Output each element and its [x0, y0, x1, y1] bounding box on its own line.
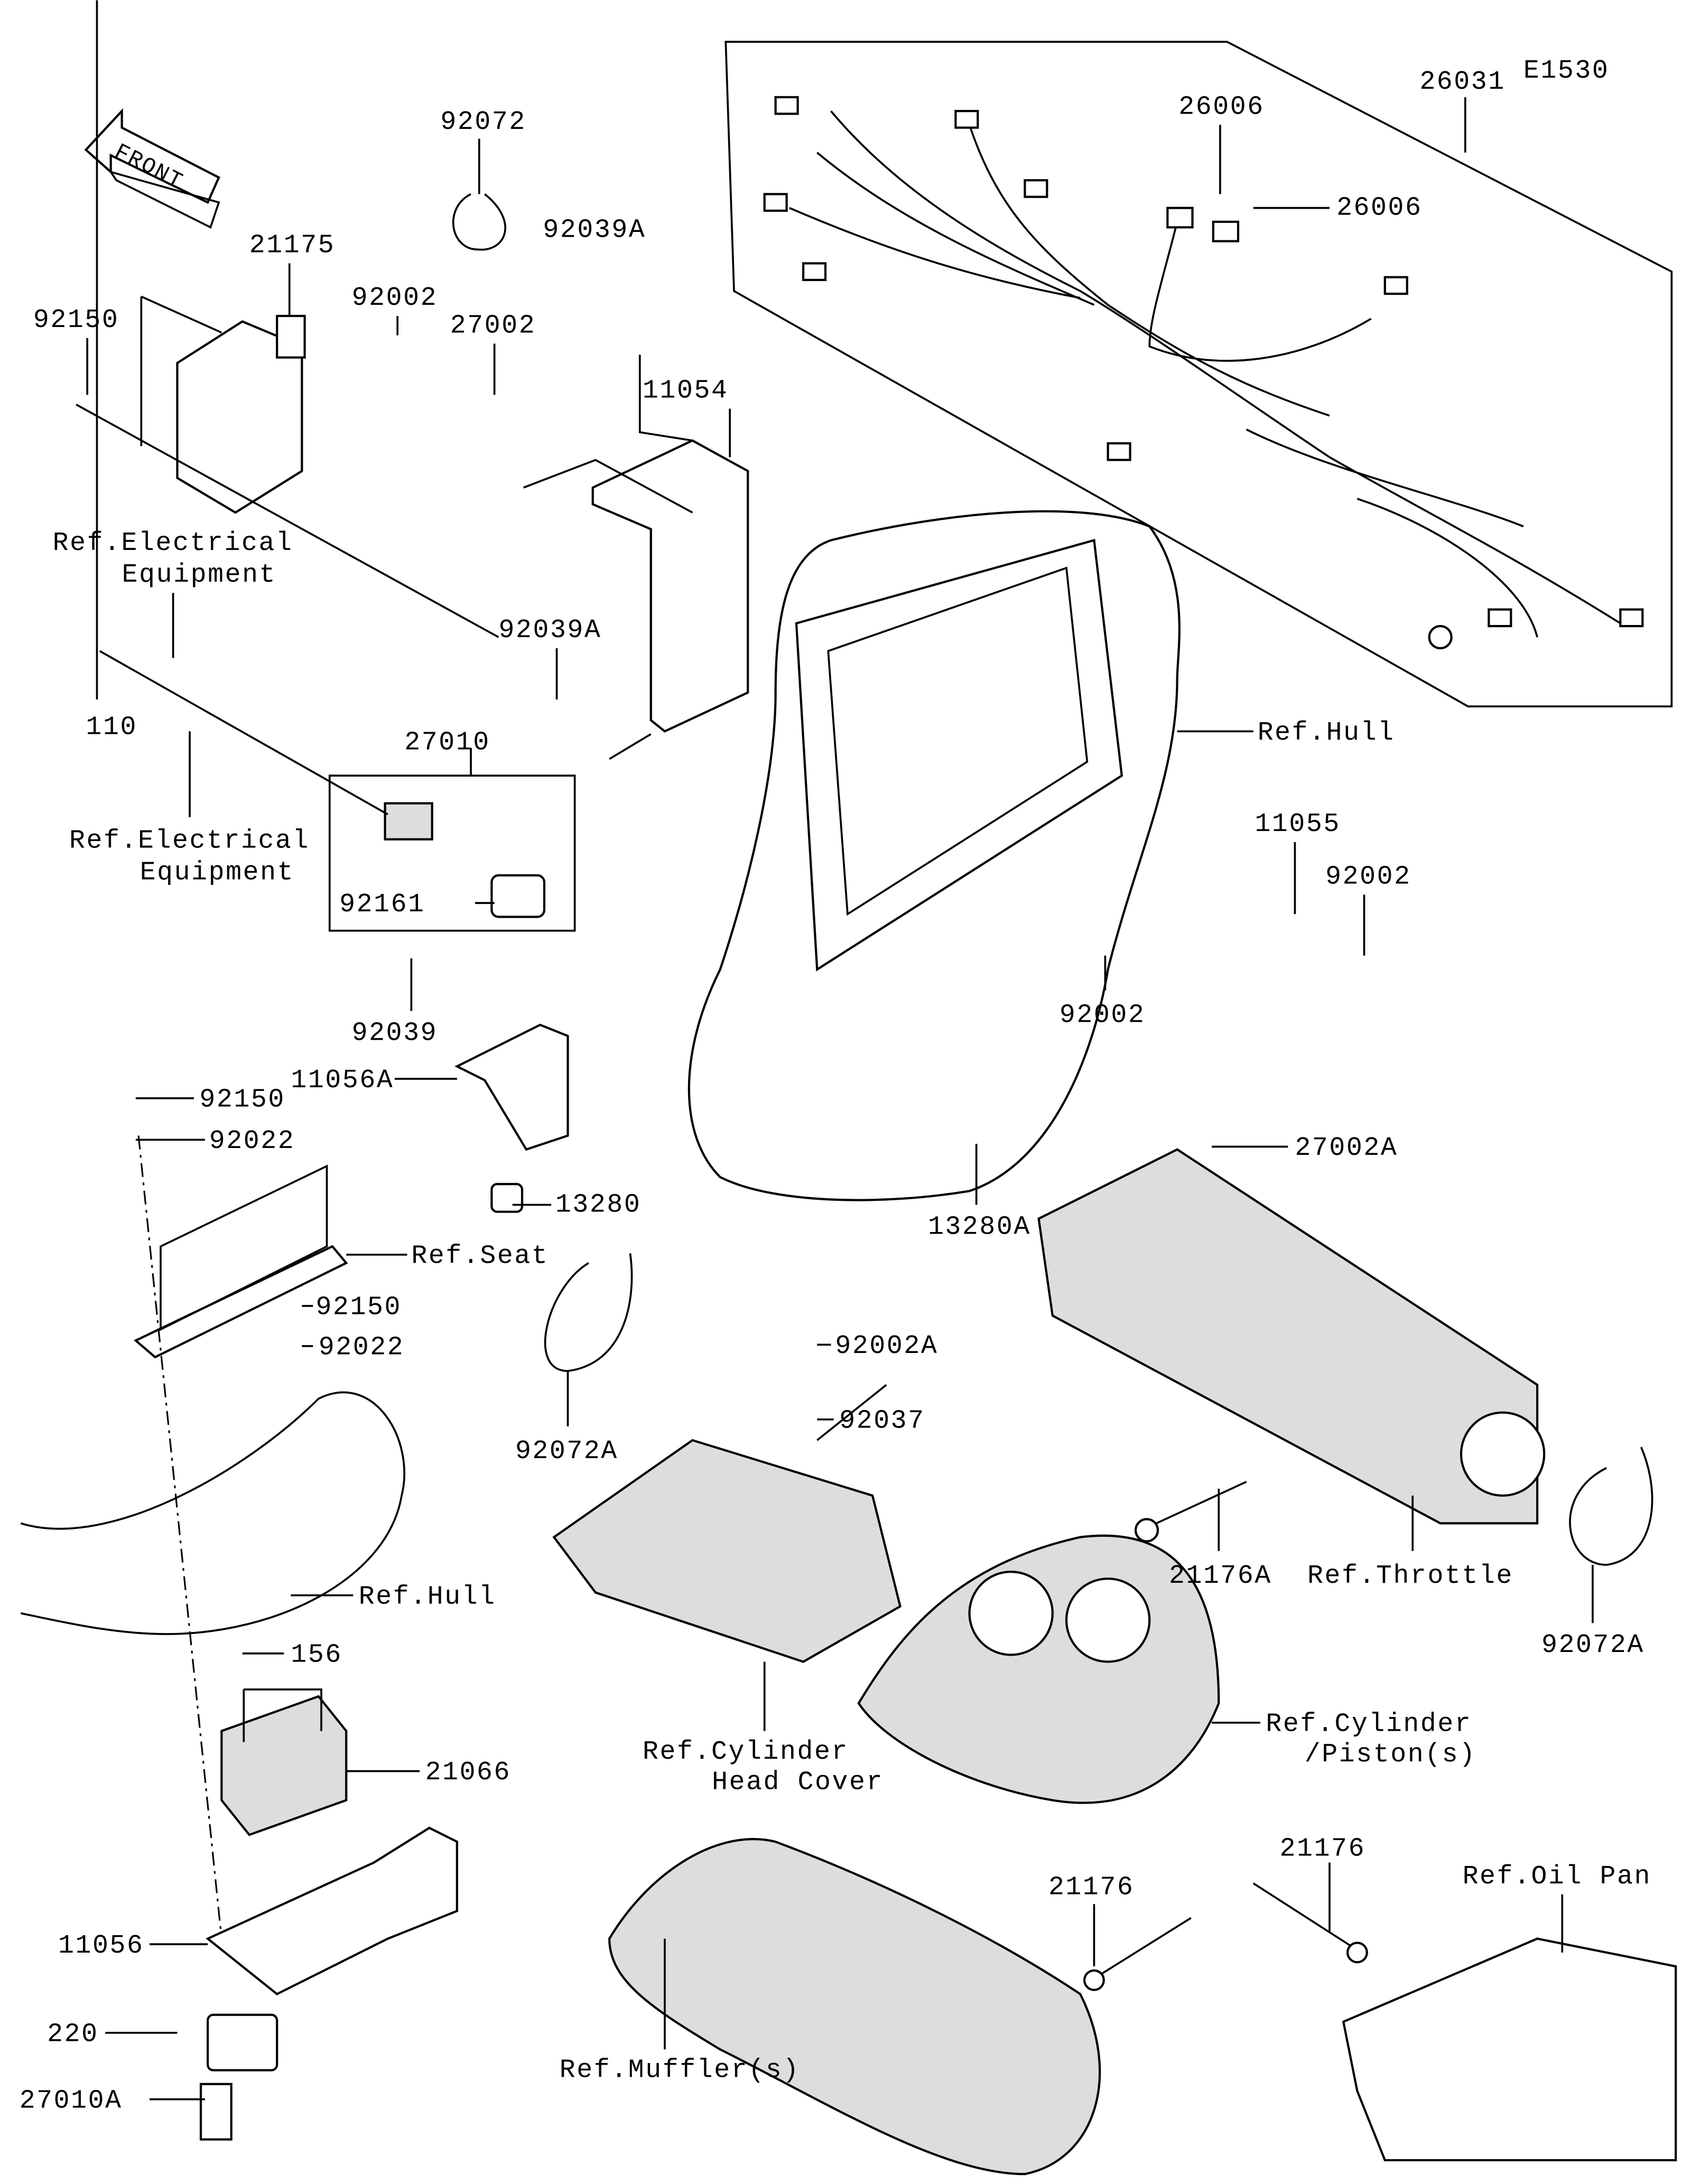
- label-21176a: 21176A: [1169, 1561, 1272, 1591]
- bracket-11056a: [454, 1023, 569, 1151]
- cylinder-block: [857, 1534, 1220, 1804]
- sensor-21176-right: [1346, 1942, 1368, 1964]
- bracket-11056: [206, 1826, 458, 1995]
- label-ref-hull-1: Ref.Hull: [1258, 718, 1395, 748]
- label-92150-a: 92150: [199, 1085, 285, 1115]
- label-92039a-mid: 92039A: [498, 615, 601, 645]
- sensor-21176-mid: [1083, 1969, 1105, 1991]
- label-ref-cylinder-b: /Piston(s): [1305, 1740, 1476, 1769]
- label-21176-mid: 21176: [1048, 1873, 1134, 1902]
- sensor-21176a: [1134, 1518, 1159, 1543]
- band-92037: [816, 1384, 887, 1441]
- label-92039a-top: 92039A: [543, 216, 646, 245]
- label-220: 220: [47, 2020, 98, 2049]
- label-92072a-left: 92072A: [515, 1436, 618, 1466]
- label-92002a: 92002A: [835, 1331, 938, 1361]
- label-92150-top: 92150: [33, 305, 119, 335]
- label-92002-mid: 92002: [1060, 1001, 1145, 1030]
- label-27002: 27002: [450, 311, 536, 340]
- label-ref-hull-2: Ref.Hull: [359, 1582, 496, 1611]
- label-92002-right: 92002: [1325, 862, 1411, 892]
- label-26031: 26031: [1419, 67, 1505, 97]
- label-92022-b: 92022: [319, 1333, 404, 1362]
- label-92037: 92037: [839, 1406, 925, 1436]
- label-21175: 21175: [249, 230, 335, 260]
- diagram-code: E1530: [1523, 56, 1609, 86]
- label-110: 110: [86, 713, 137, 742]
- label-ref-throttle: Ref.Throttle: [1307, 1561, 1513, 1591]
- label-21176-right: 21176: [1280, 1834, 1365, 1863]
- label-26006-right: 26006: [1336, 193, 1422, 223]
- label-92072a-right: 92072A: [1541, 1630, 1644, 1660]
- hull-hatch: [687, 510, 1253, 1201]
- band-92072a-left: [544, 1253, 633, 1372]
- label-ref-electrical-2: Ref.Electrical: [69, 826, 310, 855]
- cover-92161: [490, 874, 546, 918]
- harness-group-frame: [724, 41, 1673, 707]
- label-11056a: 11056A: [291, 1066, 394, 1095]
- label-92072: 92072: [440, 107, 526, 137]
- label-11056: 11056: [58, 1931, 144, 1961]
- label-ref-cylinder-head-cover-b: Head Cover: [712, 1768, 884, 1797]
- label-92150-b: 92150: [316, 1293, 402, 1322]
- cylinder-head-cover: [552, 1439, 902, 1663]
- label-11055: 11055: [1255, 809, 1340, 839]
- oil-pan: [1342, 1937, 1677, 2162]
- lower-hull: [20, 1391, 405, 1635]
- label-ref-electrical-2b: Equipment: [140, 858, 294, 888]
- regulator-21066: [220, 1688, 348, 1836]
- label-ref-muffler: Ref.Muffler(s): [560, 2056, 800, 2085]
- label-26006-top: 26006: [1178, 92, 1264, 122]
- throttle-body: [1037, 1148, 1539, 1525]
- label-ref-electrical-1: Ref.Electrical: [53, 528, 293, 558]
- muffler: [608, 1838, 1101, 2176]
- label-92022-a: 92022: [209, 1126, 295, 1156]
- label-13280: 13280: [555, 1190, 641, 1220]
- label-ref-seat: Ref.Seat: [411, 1242, 549, 1271]
- band-92072a-right: [1569, 1446, 1653, 1566]
- label-27010a: 27010A: [20, 2086, 123, 2115]
- label-92002-top: 92002: [352, 283, 438, 313]
- label-92039: 92039: [352, 1019, 438, 1048]
- label-ref-oil-pan: Ref.Oil Pan: [1463, 1862, 1651, 1891]
- label-ref-electrical-1b: Equipment: [122, 560, 276, 590]
- label-156: 156: [291, 1640, 342, 1669]
- wire-harness: [763, 96, 1644, 650]
- label-ref-cylinder: Ref.Cylinder: [1266, 1710, 1472, 1739]
- label-13280a: 13280A: [928, 1212, 1031, 1242]
- front-arrow-icon: FRONT: [84, 108, 220, 229]
- bracket-11054: [523, 354, 749, 760]
- label-21066: 21066: [425, 1758, 511, 1787]
- relay-27010: [384, 802, 433, 841]
- leader-lines: [86, 0, 1594, 2101]
- relay-27010-group-frame: [328, 774, 576, 932]
- relay-27010a: [207, 2013, 278, 2071]
- label-ref-cylinder-head-cover: Ref.Cylinder: [643, 1737, 849, 1767]
- label-27002a: 27002A: [1295, 1133, 1398, 1163]
- seat-bracket: [134, 1245, 348, 1359]
- label-11054: 11054: [643, 376, 728, 406]
- ecu-21175: [76, 295, 499, 638]
- label-92161: 92161: [339, 890, 425, 919]
- band-92072: [452, 193, 506, 251]
- label-27010: 27010: [404, 727, 490, 757]
- clamp-13280: [490, 1183, 524, 1213]
